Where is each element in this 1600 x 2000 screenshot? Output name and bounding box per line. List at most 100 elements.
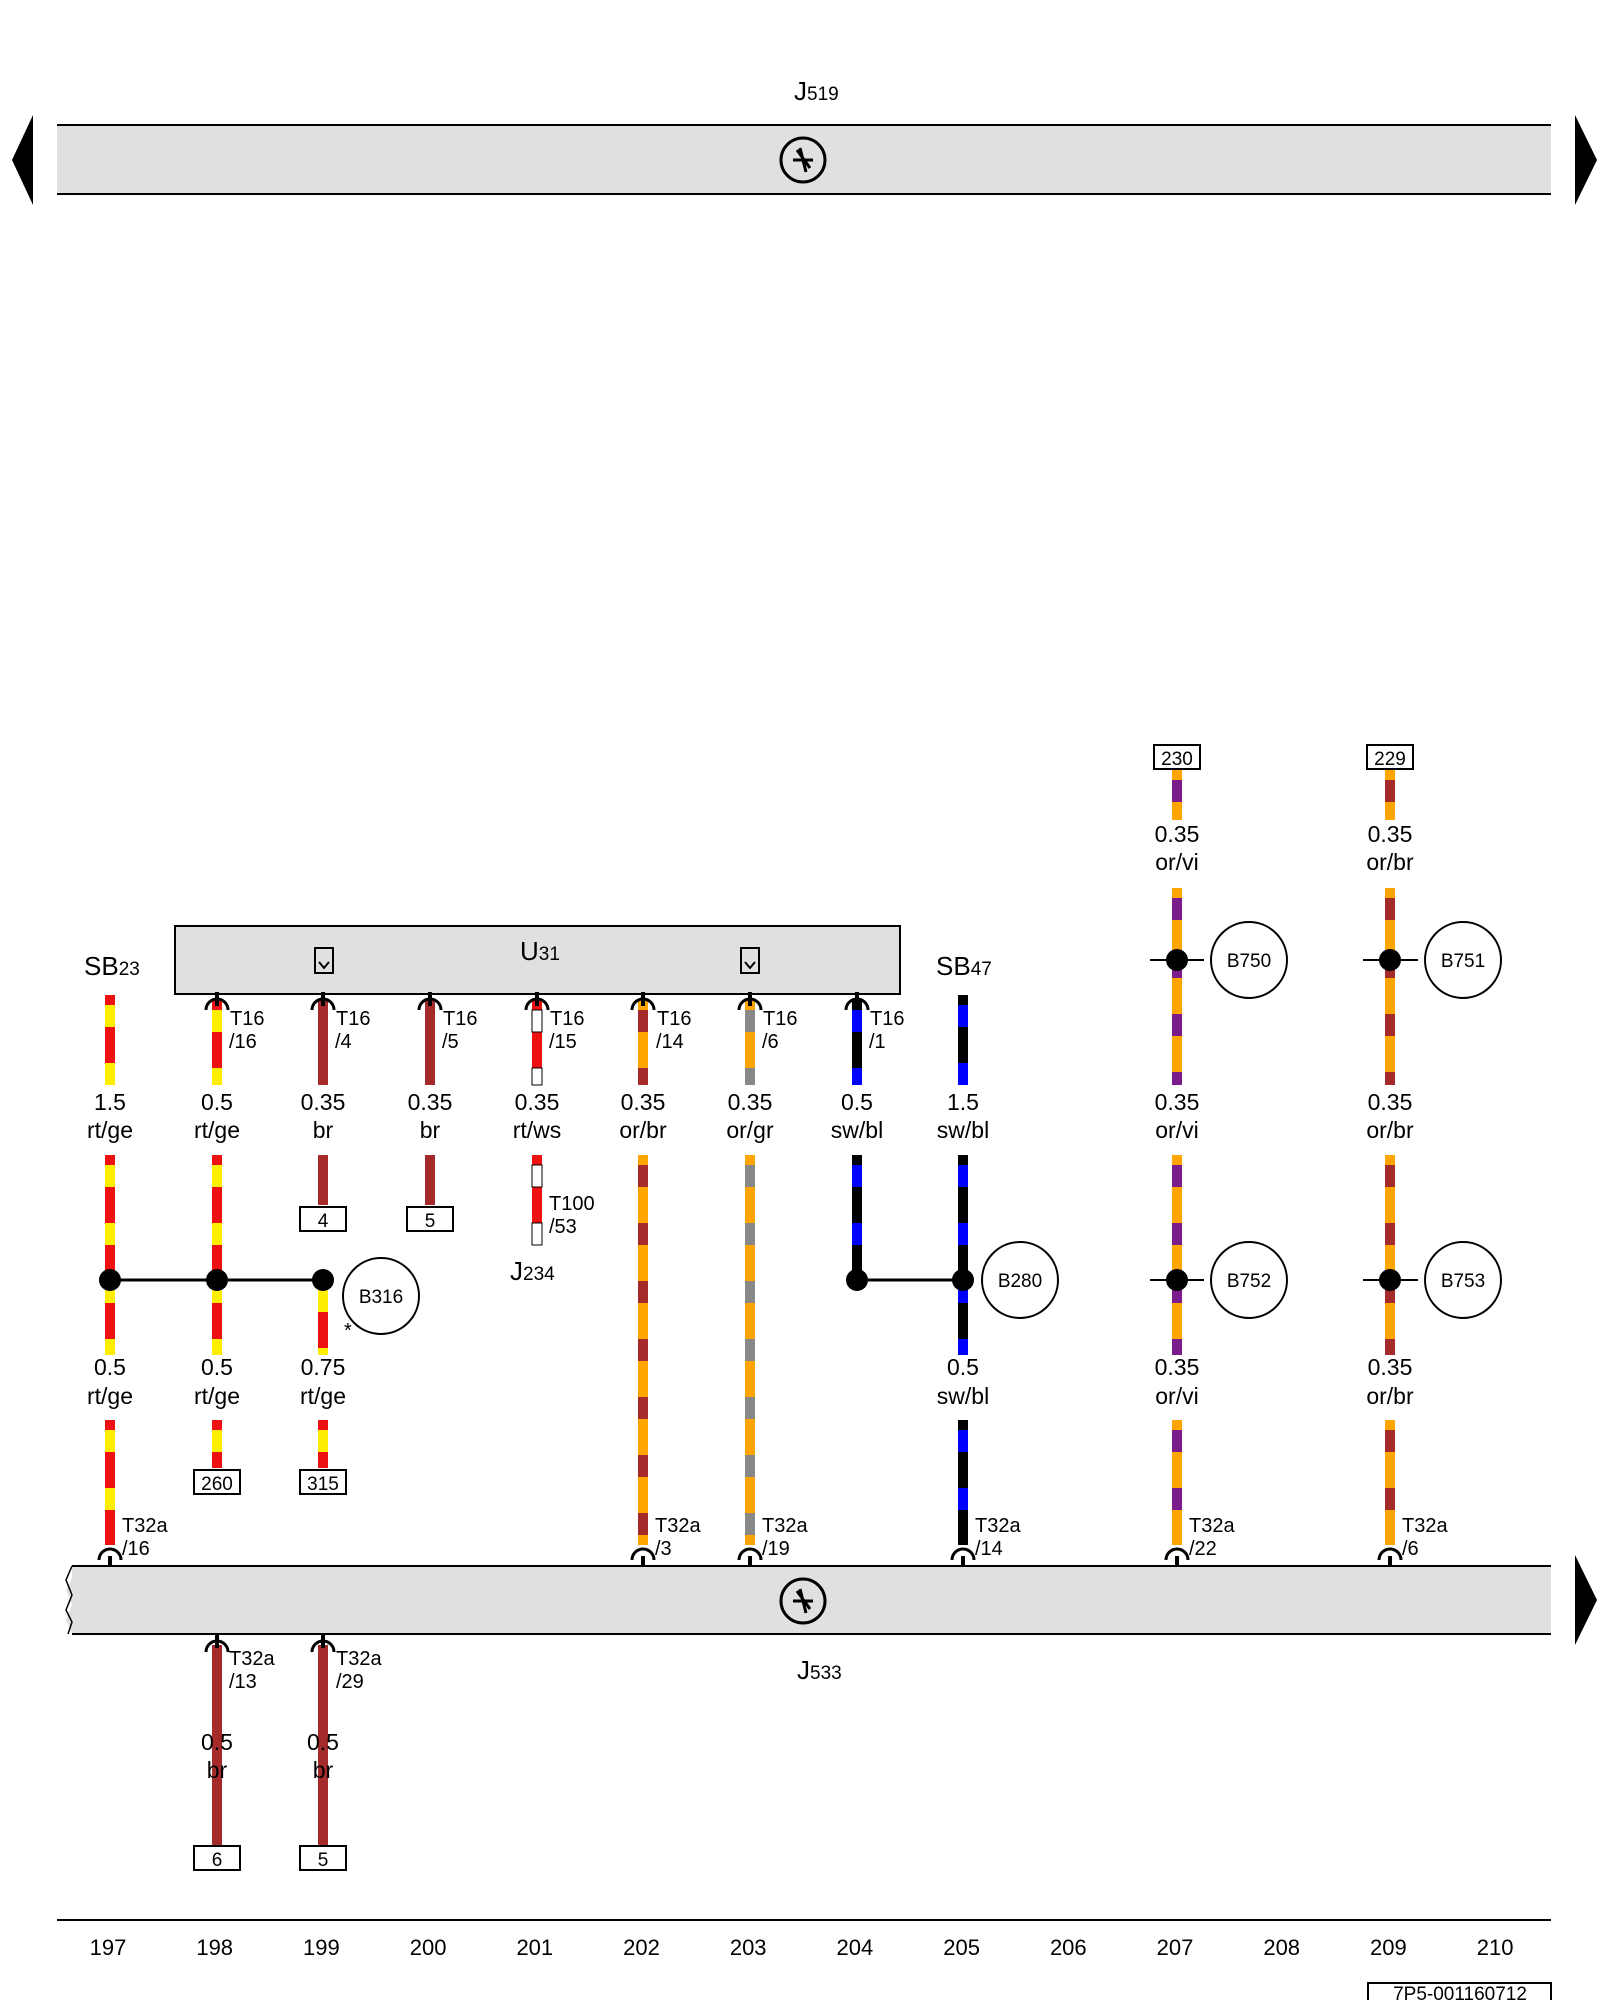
wire-color: br [420,1117,441,1143]
connector-pin-icon [844,992,870,1011]
wire-205-lower[interactable] [958,1420,968,1545]
svg-text:229: 229 [1374,749,1406,770]
page-continue-right-arrow-icon[interactable] [1575,115,1597,205]
axis-label-203: 203 [730,1935,767,1960]
ref-box-260[interactable]: 260 [193,1469,241,1495]
ref-box-5[interactable]: 5 [406,1206,454,1232]
ground-symbol-icon [779,1577,827,1625]
wire-color: rt/ws [513,1117,562,1143]
axis-label-205: 205 [943,1935,980,1960]
wire-199-bottom[interactable] [318,1645,328,1845]
wire-205-upper[interactable] [958,995,968,1085]
pin-t16-6: T16/6 [762,1008,797,1053]
wire-203-lower[interactable] [745,1155,755,1545]
wire-200-upper[interactable] [425,1000,435,1085]
page-continue-right-arrow-bottom-icon[interactable] [1575,1555,1597,1645]
connector-pin-icon [524,992,550,1011]
splice-b280[interactable]: B280 [981,1241,1059,1319]
junction-dot [99,1269,121,1291]
wire-size: 0.35 [1155,821,1200,847]
ref-box-4[interactable]: 4 [299,1206,347,1232]
wire-color: rt/ge [300,1383,346,1409]
junction-dot [206,1269,228,1291]
wire-200-mid[interactable] [425,1155,435,1205]
pin-t16-5: T16/5 [442,1008,477,1053]
wire-209-mid[interactable] [1385,1155,1395,1355]
wire-199-mid[interactable] [318,1155,328,1205]
wire-color: rt/ge [87,1383,133,1409]
wire-203-upper[interactable] [745,1000,755,1085]
splice-b750[interactable]: B750 [1210,921,1288,999]
wire-size: 0.5 [307,1729,339,1755]
wire-197-mid[interactable] [105,1155,115,1355]
ref-box-315[interactable]: 315 [299,1469,347,1495]
connector-pin-icon [310,992,336,1011]
svg-text:B753: B753 [1441,1271,1485,1292]
junction-dot [952,1269,974,1291]
wire-197-lower[interactable] [105,1420,115,1545]
axis-label-199: 199 [303,1935,340,1960]
module-j519: J519 [57,76,1551,195]
wire-size: 1.5 [947,1089,979,1115]
svg-text:4: 4 [318,1211,329,1232]
wire-201-upper[interactable] [531,1000,543,1086]
ref-box-5b[interactable]: 5 [299,1845,347,1871]
svg-text:6: 6 [212,1850,223,1871]
wire-207-lower[interactable] [1172,1420,1182,1545]
wire-size: 0.35 [1368,821,1413,847]
wire-segments [105,770,1395,1845]
wire-color: or/br [1366,849,1414,875]
relay-j234-label: J234 [510,1256,555,1286]
wire-209-top[interactable] [1385,770,1395,820]
svg-text:B752: B752 [1227,1271,1271,1292]
connector-pin-icon [417,992,443,1011]
asterisk-note: * [344,1320,352,1342]
page-continue-left-arrow-icon[interactable] [12,115,33,205]
wire-size: 0.35 [408,1089,453,1115]
wire-size: 0.5 [947,1354,979,1380]
axis-label-207: 207 [1157,1935,1194,1960]
wire-202-upper[interactable] [638,1000,648,1085]
wire-207-top[interactable] [1172,770,1182,820]
pin-t32a-3: T32a/3 [655,1515,701,1560]
splice-b751[interactable]: B751 [1424,921,1502,999]
wire-size: 0.5 [201,1354,233,1380]
splice-b752[interactable]: B752 [1210,1241,1288,1319]
wire-209-lower[interactable] [1385,1420,1395,1545]
axis-label-198: 198 [196,1935,233,1960]
wire-199-upper[interactable] [318,1000,328,1085]
wire-199-b316[interactable] [318,1280,328,1355]
wire-204-lower[interactable] [852,1155,862,1280]
pin-t16-4: T16/4 [335,1008,370,1053]
wire-color: br [207,1757,228,1783]
ref-box-230[interactable]: 230 [1153,744,1201,770]
wire-197-upper[interactable] [105,995,115,1085]
splice-b753[interactable]: B753 [1424,1241,1502,1319]
wire-207-upper[interactable] [1172,888,1182,1085]
pin-t100-53: T100/53 [549,1193,595,1238]
pin-t16-16: T16/16 [229,1008,264,1053]
wire-202-lower[interactable] [638,1155,648,1545]
wire-198-mid[interactable] [212,1155,222,1355]
ref-box-229[interactable]: 229 [1366,744,1414,770]
junction-dot [312,1269,334,1291]
wire-207-mid[interactable] [1172,1155,1182,1355]
wire-209-upper[interactable] [1385,888,1395,1085]
wire-201-mid[interactable] [531,1155,543,1246]
wire-198-upper[interactable] [212,1000,222,1085]
ref-box-6[interactable]: 6 [193,1845,241,1871]
module-u31: U31 [174,925,901,995]
wire-size: 0.5 [201,1729,233,1755]
wire-size: 0.35 [1368,1089,1413,1115]
axis-label-208: 208 [1263,1935,1300,1960]
wire-205-mid[interactable] [958,1155,968,1355]
wire-198-lower[interactable] [212,1420,222,1468]
wire-199-lower[interactable] [318,1420,328,1468]
socket-icon-left [314,947,334,974]
connector-pin-icon [737,992,763,1011]
wire-198-bottom[interactable] [212,1645,222,1845]
splice-b316[interactable]: B316 [342,1257,420,1335]
wire-color: or/gr [726,1117,774,1143]
wire-204-upper[interactable] [852,1000,862,1085]
wire-color: or/br [1366,1117,1414,1143]
